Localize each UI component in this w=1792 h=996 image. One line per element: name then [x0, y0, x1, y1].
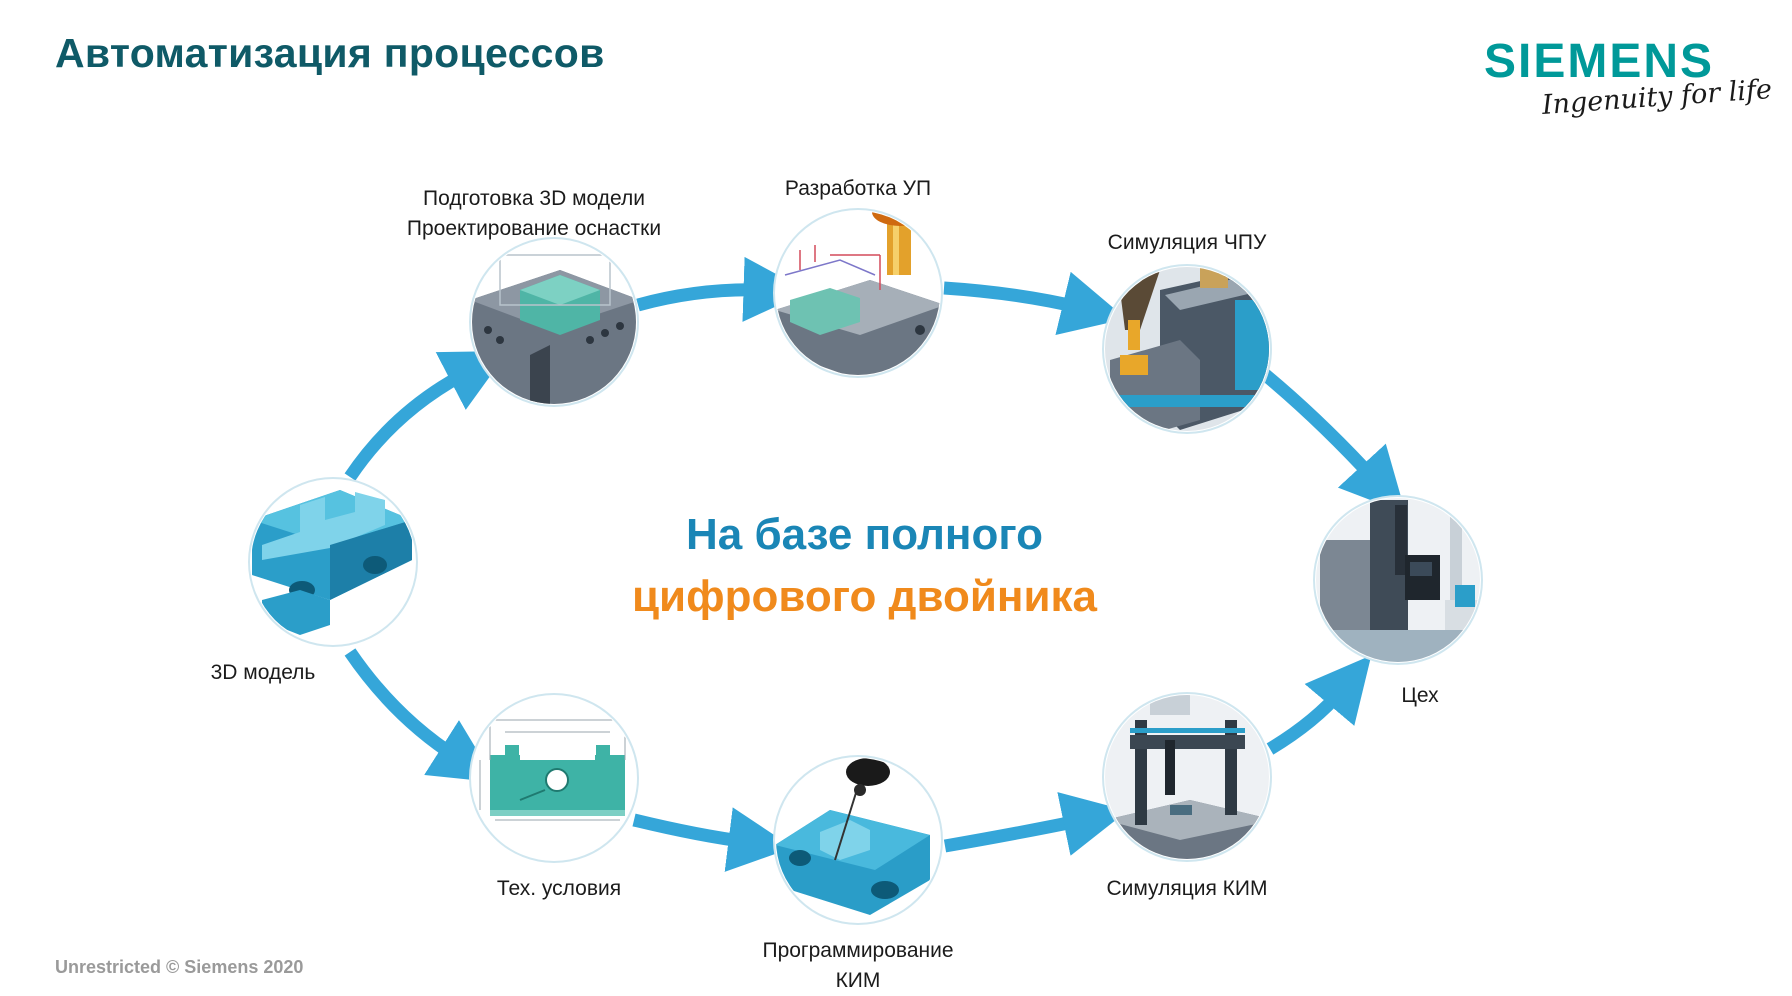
arrow-model-to-prep	[344, 350, 509, 481]
label-prep: Подготовка 3D модели Проектирование осна…	[384, 184, 684, 244]
center-caption-line1: На базе полного	[685, 510, 1044, 559]
arrow-cncsim-to-shop	[1257, 366, 1406, 514]
arrow-tech-to-model	[344, 648, 497, 783]
label-prep-line2: Проектирование оснастки	[406, 217, 662, 240]
arrow-cmmprog-to-tech	[632, 807, 794, 872]
footer-copyright: Unrestricted © Siemens 2020	[55, 957, 304, 977]
image-cmm-simulation	[1102, 692, 1272, 862]
cycle-arrows	[344, 256, 1406, 872]
image-cmm-programming	[773, 755, 943, 925]
label-model: 3D модель	[210, 661, 316, 684]
label-cmm-prog: Программирование КИМ	[748, 936, 968, 996]
label-tech: Тех. условия	[496, 877, 622, 900]
label-cmm-prog-line1: Программирование	[762, 939, 954, 962]
siemens-logo: SIEMENS	[1484, 35, 1715, 88]
page-title: Автоматизация процессов	[55, 30, 605, 76]
arrow-shop-to-cmmsim	[1266, 655, 1372, 755]
label-nc: Разработка УП	[784, 177, 932, 200]
image-shop-floor	[1313, 495, 1483, 665]
label-prep-line1: Подготовка 3D модели	[423, 187, 645, 210]
label-cmm-sim: Симуляция КИМ	[1106, 877, 1268, 900]
image-fixture-design	[469, 237, 639, 407]
label-cnc-sim: Симуляция ЧПУ	[1107, 231, 1267, 254]
image-nc-programming	[773, 208, 943, 378]
image-technical-drawing	[469, 693, 639, 863]
arrow-prep-to-nc	[636, 256, 809, 322]
arrow-cmmsim-to-cmmprog	[943, 792, 1128, 856]
label-shop: Цех	[1401, 684, 1439, 707]
label-cmm-prog-line2: КИМ	[835, 969, 881, 992]
center-caption-line2: цифрового двойника	[632, 572, 1097, 621]
image-3d-model	[248, 477, 418, 647]
image-cnc-simulation	[1102, 264, 1272, 434]
arrow-nc-to-cncsim	[943, 271, 1127, 336]
